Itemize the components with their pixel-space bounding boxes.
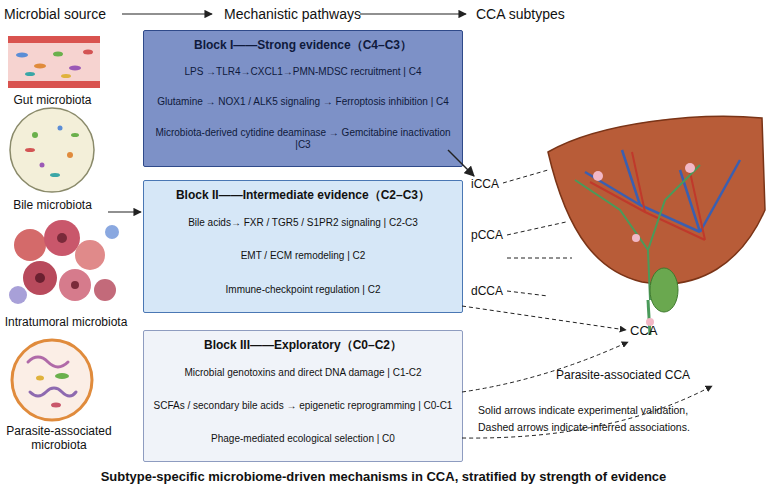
header-arrow [360, 13, 466, 14]
text-label: Parasite-associated microbiota [0, 424, 118, 453]
mechanism-line: LPS →TLR4→CXCL1→PMN-MDSC recruitment | C… [147, 66, 459, 78]
gut-illustration [8, 36, 100, 88]
mechanism-line: Microbiota-derived cytidine deaminase → … [147, 127, 459, 150]
block-body: Microbial genotoxins and direct DNA dama… [144, 354, 462, 461]
mechanism-line: EMT / ECM remodeling | C2 [147, 250, 459, 262]
evidence-block: Block III——Exploratory（C0–C2） Microbial g… [143, 330, 463, 462]
dashed-arrow [462, 342, 628, 392]
text-label: Microbial source [4, 6, 122, 23]
parasite-illustration [12, 340, 92, 420]
mechanism-line: Phage-mediated ecological selection | C0 [147, 433, 459, 445]
text-label: CCA [630, 323, 680, 339]
evidence-block: Block II——Intermediate evidence（C2–C3） Bi… [143, 180, 463, 313]
mechanism-line: Microbial genotoxins and direct DNA dama… [147, 367, 459, 379]
liver-illustration [548, 116, 765, 335]
text-label: dCCA [471, 284, 511, 298]
figure-caption: Subtype-specific microbiome-driven mecha… [0, 469, 767, 485]
mechanism-line: Bile acids→ FXR / TGR5 / S1PR2 signaling… [147, 217, 459, 229]
leader-line [507, 258, 572, 259]
text-label: Bile microbiota [0, 198, 105, 212]
block-body: Bile acids→ FXR / TGR5 / S1PR2 signaling… [144, 204, 462, 312]
text-label: Dashed arrows indicate inferred associat… [478, 421, 767, 434]
text-label: CCA subtypes [476, 6, 596, 23]
leader-line [507, 222, 566, 235]
dashed-arrow [462, 306, 626, 330]
tumor-illustration [9, 220, 119, 304]
text-label: Intratumoral microbiota [0, 315, 132, 329]
text-label: Parasite-associated CCA [556, 368, 726, 382]
header-arrow [122, 13, 212, 14]
text-label: Gut microbiota [0, 93, 105, 107]
evidence-block: Block I——Strong evidence（C4–C3） LPS →TLR4… [143, 30, 463, 167]
text-label: Mechanistic pathways [224, 6, 374, 23]
text-label: iCCA [471, 177, 511, 191]
block-title: Block I——Strong evidence（C4–C3） [144, 37, 462, 54]
leader-line [503, 170, 548, 183]
mechanism-line: Glutamine → NOX1 / ALK5 signaling → Ferr… [147, 96, 459, 108]
text-label: pCCA [471, 228, 511, 242]
leader-line [507, 291, 548, 296]
block-title: Block III——Exploratory（C0–C2） [144, 337, 462, 354]
source-arrow [108, 211, 141, 212]
bile-illustration [10, 108, 94, 192]
block-title: Block II——Intermediate evidence（C2–C3） [144, 187, 462, 204]
text-label: Solid arrows indicate experimental valid… [478, 404, 767, 417]
block-body: LPS →TLR4→CXCL1→PMN-MDSC recruitment | C… [144, 54, 462, 166]
mechanism-line: Immune-checkpoint regulation | C2 [147, 284, 459, 296]
mechanism-line: SCFAs / secondary bile acids → epigeneti… [147, 400, 459, 412]
